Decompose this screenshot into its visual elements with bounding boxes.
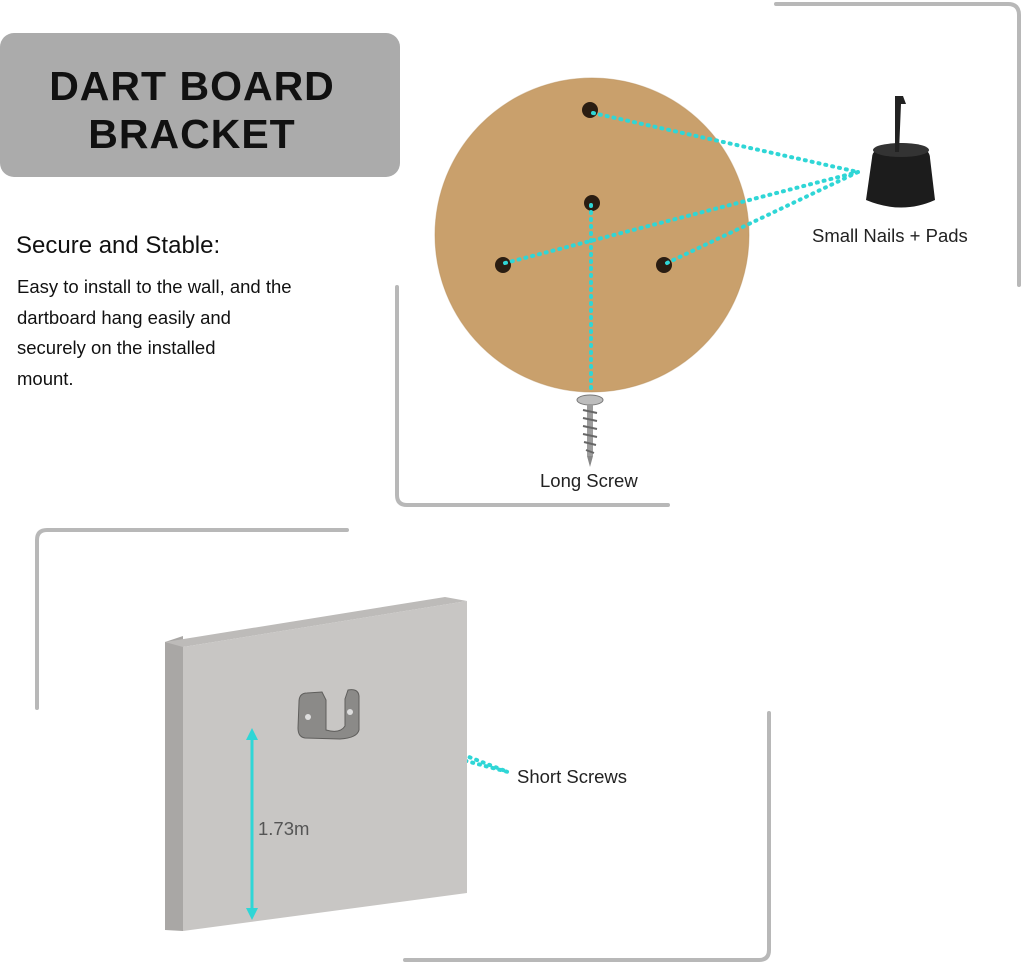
nail-pad-icon xyxy=(866,96,935,208)
frame-circle-bottom-left xyxy=(395,285,670,507)
nails-label: Small Nails + Pads xyxy=(812,225,968,246)
frame-wall-top-left xyxy=(35,528,349,710)
frame-wall-bottom-right xyxy=(403,711,771,962)
long-screw-icon xyxy=(576,394,604,467)
frame-lines xyxy=(35,2,1021,962)
title-line-1: DART BOARD xyxy=(49,63,335,109)
short-screws-label: Short Screws xyxy=(517,766,628,787)
hole-right xyxy=(656,257,672,273)
title-line-2: BRACKET xyxy=(88,111,296,157)
description-line: dartboard hang easily and xyxy=(17,306,231,328)
height-label: 1.73m xyxy=(258,818,310,839)
description-line: securely on the installed xyxy=(17,337,216,358)
hole-center xyxy=(584,195,600,211)
feature-heading: Secure and Stable: xyxy=(16,232,221,259)
long-screw-label: Long Screw xyxy=(540,470,638,491)
wall-panel xyxy=(165,597,467,931)
height-arrow xyxy=(246,728,258,920)
hole-top xyxy=(582,102,598,118)
wall-bracket-icon xyxy=(297,689,360,740)
description-line: mount. xyxy=(17,367,74,389)
description-line: Easy to install to the wall, and the xyxy=(17,276,292,297)
feature-description: Easy to install to the wall, and the dar… xyxy=(17,272,357,394)
title-banner: DART BOARD BRACKET xyxy=(0,33,400,177)
hole-left xyxy=(495,257,511,273)
frame-top-right xyxy=(774,2,1021,287)
